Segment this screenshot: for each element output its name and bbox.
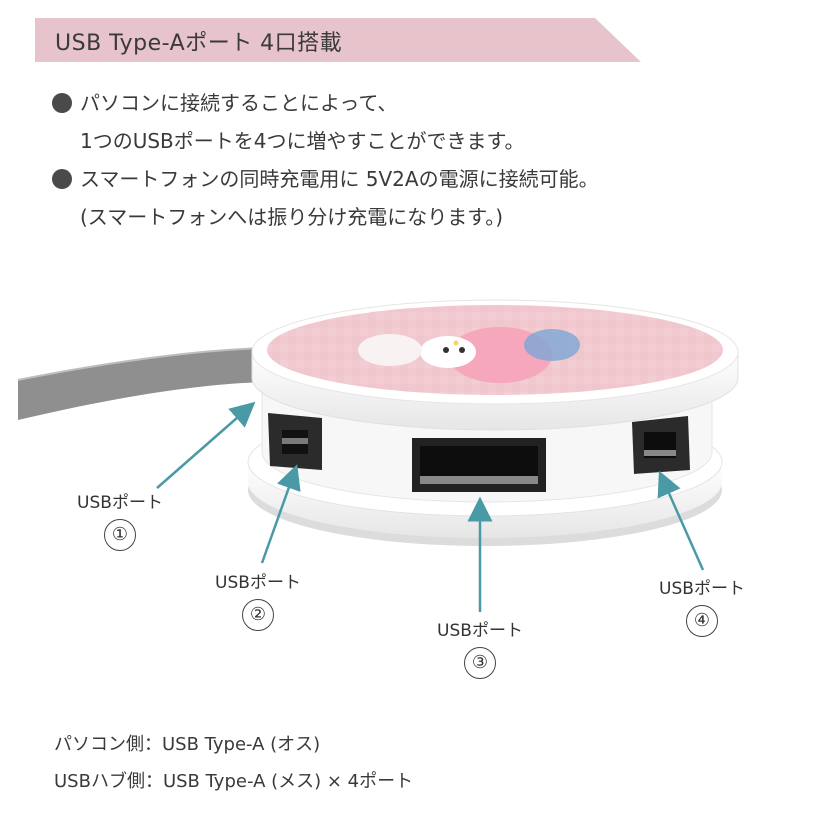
feature-line: スマートフォンの同時充電用に 5V2Aの電源に接続可能。 [80, 167, 599, 191]
usb-cable [18, 348, 265, 420]
port-label-3: USBポート ③ [430, 616, 530, 679]
arrow-port-1 [156, 401, 256, 489]
spec-list: パソコン側：USB Type-A (オス) USBハブ側：USB Type-A … [54, 726, 413, 800]
spec-line-pc-side: パソコン側：USB Type-A (オス) [54, 734, 321, 755]
port-label-text: USBポート [77, 493, 163, 513]
bullet-dot-icon [52, 93, 72, 113]
feature-line: (スマートフォンへは振り分け充電になります。) [80, 205, 504, 229]
port-label-1: USBポート ① [70, 488, 170, 551]
port-number: ② [242, 599, 274, 631]
usb-port-1 [268, 413, 322, 470]
section-header: USB Type-Aポート 4口搭載 [35, 18, 641, 62]
port-number: ③ [464, 647, 496, 679]
header-band-shape [35, 18, 641, 62]
port-label-2: USBポート ② [208, 568, 308, 631]
port-label-text: USBポート [437, 621, 523, 641]
usb-port-4 [632, 416, 690, 474]
arrow-port-4 [657, 470, 705, 571]
feature-line: 1つのUSBポートを4つに増やすことができます。 [80, 129, 525, 153]
feature-item: パソコンに接続することによって、 1つのUSBポートを4つに増やすことができます… [52, 84, 772, 160]
port-number: ① [104, 519, 136, 551]
arrow-port-2 [260, 464, 301, 564]
port-label-text: USBポート [659, 579, 745, 599]
port-label-text: USBポート [215, 573, 301, 593]
port-number: ④ [686, 605, 718, 637]
bullet-dot-icon [52, 169, 72, 189]
feature-item: スマートフォンの同時充電用に 5V2Aの電源に接続可能。 (スマートフォンへは振… [52, 160, 772, 236]
port-label-4: USBポート ④ [652, 574, 752, 637]
usb-port-3 [412, 438, 546, 492]
feature-line: パソコンに接続することによって、 [80, 91, 398, 115]
section-title: USB Type-Aポート 4口搭載 [55, 31, 343, 56]
spec-line-hub-side: USBハブ側：USB Type-A (メス) × 4ポート [54, 771, 414, 792]
product-illustration: USBポート ① USBポート ② USBポート ③ USBポート ④ [0, 240, 816, 710]
usb-hub-image [17, 299, 739, 612]
feature-list: パソコンに接続することによって、 1つのUSBポートを4つに増やすことができます… [52, 84, 772, 236]
